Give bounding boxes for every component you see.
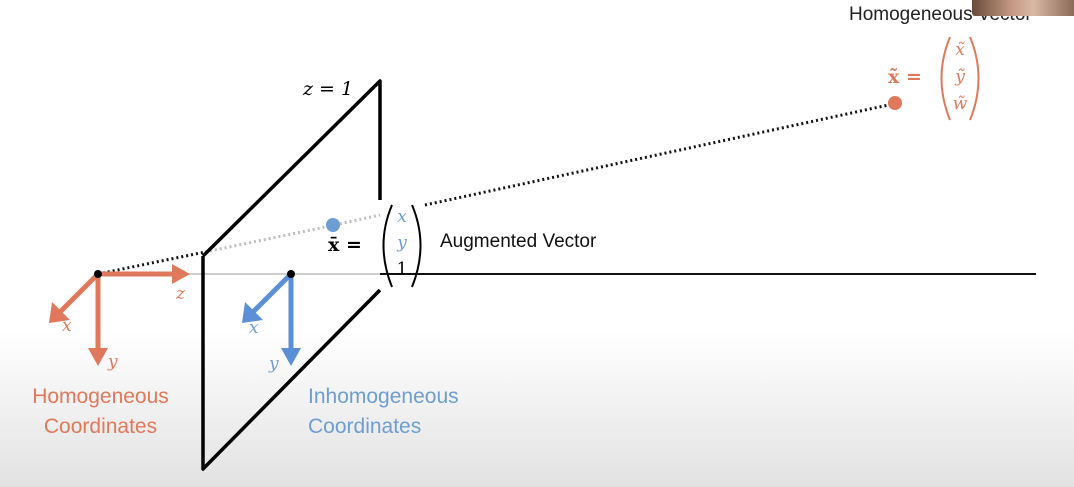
homogeneous-entry-w: w̃ [952,94,968,114]
inhomogeneous-coordinates-caption: Inhomogeneous Coordinates [308,382,459,442]
homogeneous-entry-x: x̃ [955,40,965,60]
blue-x-arrowhead [242,302,263,323]
red-z-arrowhead [172,264,190,284]
red-y-arrowhead [88,348,108,366]
augmented-vector-symbol: x̄ = [328,234,362,256]
homogeneous-caption-line1: Homogeneous [32,385,169,408]
augmented-point [326,218,340,232]
red-y-label: y [108,352,118,372]
plane-label: z = 1 [303,78,354,100]
red-x-label: x [62,316,72,336]
inhomogeneous-frame-axes [242,270,301,366]
projection-ray-back [329,213,381,228]
principal-point-dot [287,270,295,278]
red-x-arrowhead [49,302,70,323]
homogeneous-entry-y: ỹ [955,67,965,87]
webcam-thumbnail [972,0,1074,16]
augmented-vector-label: Augmented Vector [440,231,597,252]
red-x-axis [57,272,100,315]
homogeneous-vector-left-paren [940,36,951,121]
augmented-entry-x: x [397,207,407,227]
projection-ray-front [97,250,206,276]
augmented-vector-right-paren [411,204,422,288]
homogeneous-coordinates-caption: Homogeneous Coordinates [18,382,183,442]
blue-y-label: y [269,354,279,374]
homogeneous-point [888,96,902,110]
augmented-vector-left-paren [382,204,393,288]
projection-ray-inside [204,224,331,254]
image-plane [201,79,382,471]
inhomogeneous-caption-line2: Coordinates [308,415,422,438]
blue-y-arrowhead [281,348,301,366]
projection-ray-far [424,102,894,207]
inhomogeneous-caption-line1: Inhomogeneous [308,385,459,408]
blue-x-label: x [249,318,259,338]
homogeneous-frame-axes [49,264,190,366]
homogeneous-vector-symbol: x̃ = [888,66,922,88]
homogeneous-vector-right-paren [969,36,980,121]
augmented-entry-y: y [397,233,407,253]
augmented-entry-one: 1 [396,259,408,279]
homogeneous-caption-line2: Coordinates [43,415,158,438]
red-z-label: z [176,284,185,304]
camera-center-dot [94,270,102,278]
blue-x-axis [250,272,293,315]
